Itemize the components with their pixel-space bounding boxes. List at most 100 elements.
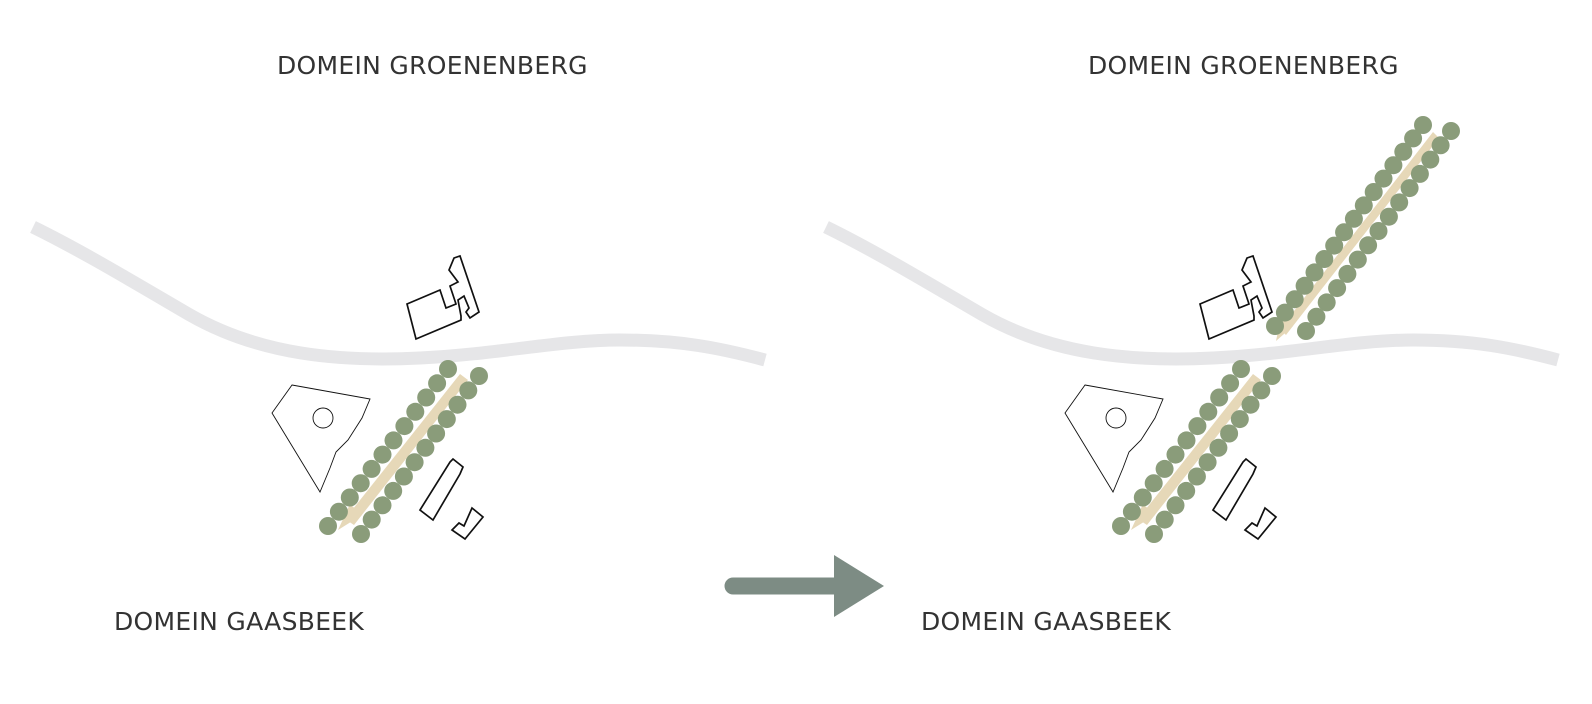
tree — [384, 431, 403, 450]
tree — [1364, 183, 1383, 201]
tree — [1390, 193, 1409, 212]
tree — [384, 481, 403, 500]
label-domein-groenenberg-before: DOMEIN GROENENBERG — [277, 51, 588, 80]
tree — [1295, 276, 1314, 295]
tree — [405, 453, 424, 472]
tree — [395, 417, 414, 436]
panel-before — [30, 221, 767, 543]
tree — [1307, 307, 1326, 326]
tree — [1144, 474, 1163, 493]
tree — [1199, 402, 1218, 421]
tree — [470, 367, 488, 385]
tree-lane-arrowhead — [1131, 504, 1155, 530]
tree — [1374, 169, 1393, 188]
tree — [1133, 488, 1152, 507]
tree — [1400, 179, 1419, 198]
tree-lane-path-north — [1280, 132, 1439, 335]
tree — [1317, 293, 1336, 312]
tree — [1198, 453, 1217, 472]
tree — [1297, 322, 1315, 340]
tree — [1344, 209, 1363, 228]
tree-lane-arrowhead — [338, 504, 362, 530]
tree — [439, 360, 457, 378]
tree — [1414, 116, 1432, 134]
tree — [406, 402, 425, 421]
tree — [1369, 222, 1388, 240]
tree — [427, 424, 446, 443]
tree — [1315, 250, 1334, 268]
tree — [1384, 156, 1403, 175]
tree — [1325, 236, 1344, 255]
tree — [1232, 360, 1250, 378]
tree — [459, 381, 478, 400]
church-outline — [1064, 384, 1164, 493]
tree — [448, 395, 467, 414]
tree — [1209, 438, 1228, 457]
tree — [1404, 129, 1423, 148]
tree — [351, 474, 370, 493]
tree — [1431, 136, 1450, 155]
building-long — [418, 457, 465, 522]
tree-lane-path — [1138, 374, 1261, 525]
building-farm — [405, 254, 481, 341]
tree — [1354, 196, 1373, 215]
tree — [1230, 410, 1249, 429]
label-domein-groenenberg-after: DOMEIN GROENENBERG — [1088, 51, 1399, 80]
tree — [329, 502, 348, 521]
tree — [1379, 207, 1398, 226]
tree — [1348, 250, 1367, 269]
tree — [1305, 263, 1324, 282]
tree — [1177, 431, 1196, 450]
tree — [1275, 303, 1294, 322]
tree — [319, 517, 337, 535]
tree — [340, 488, 359, 507]
tree — [1241, 395, 1260, 414]
tree — [1122, 502, 1141, 521]
tree — [1188, 417, 1207, 436]
label-domein-gaasbeek-after: DOMEIN GAASBEEK — [921, 607, 1172, 636]
tree — [1112, 517, 1130, 535]
tree — [373, 445, 392, 464]
tree-lane — [1112, 360, 1281, 543]
tree — [1252, 381, 1271, 400]
church-tower — [312, 407, 334, 429]
tree — [416, 438, 435, 457]
tree — [1410, 164, 1429, 183]
label-domein-gaasbeek-before: DOMEIN GAASBEEK — [114, 607, 365, 636]
tree — [1421, 150, 1440, 169]
building-small — [450, 506, 485, 541]
tree — [428, 374, 447, 393]
tree — [1263, 367, 1281, 385]
building-small — [1243, 506, 1278, 541]
tree — [373, 496, 392, 515]
tree — [352, 525, 370, 543]
tree — [1394, 142, 1413, 161]
road — [823, 221, 1560, 367]
tree — [1442, 122, 1460, 140]
tree — [1166, 445, 1185, 464]
tree — [1155, 459, 1174, 478]
tree — [1266, 317, 1284, 335]
tree — [1335, 223, 1354, 242]
tree — [1328, 279, 1347, 298]
tree-lane — [319, 360, 488, 543]
tree — [1220, 424, 1239, 443]
tree-lane-path — [345, 374, 468, 525]
tree — [1187, 467, 1206, 486]
tree — [1359, 236, 1378, 255]
tree — [1177, 481, 1196, 500]
tree — [1221, 374, 1240, 393]
tree — [1166, 496, 1185, 515]
church-tower — [1105, 407, 1127, 429]
road — [30, 221, 767, 367]
building-long — [1211, 457, 1258, 522]
tree — [417, 388, 436, 407]
right-arrow-icon — [724, 555, 884, 617]
tree — [437, 410, 456, 429]
tree — [1210, 388, 1229, 407]
building-farm — [1198, 254, 1274, 341]
tree — [1338, 264, 1357, 283]
tree — [362, 459, 381, 478]
